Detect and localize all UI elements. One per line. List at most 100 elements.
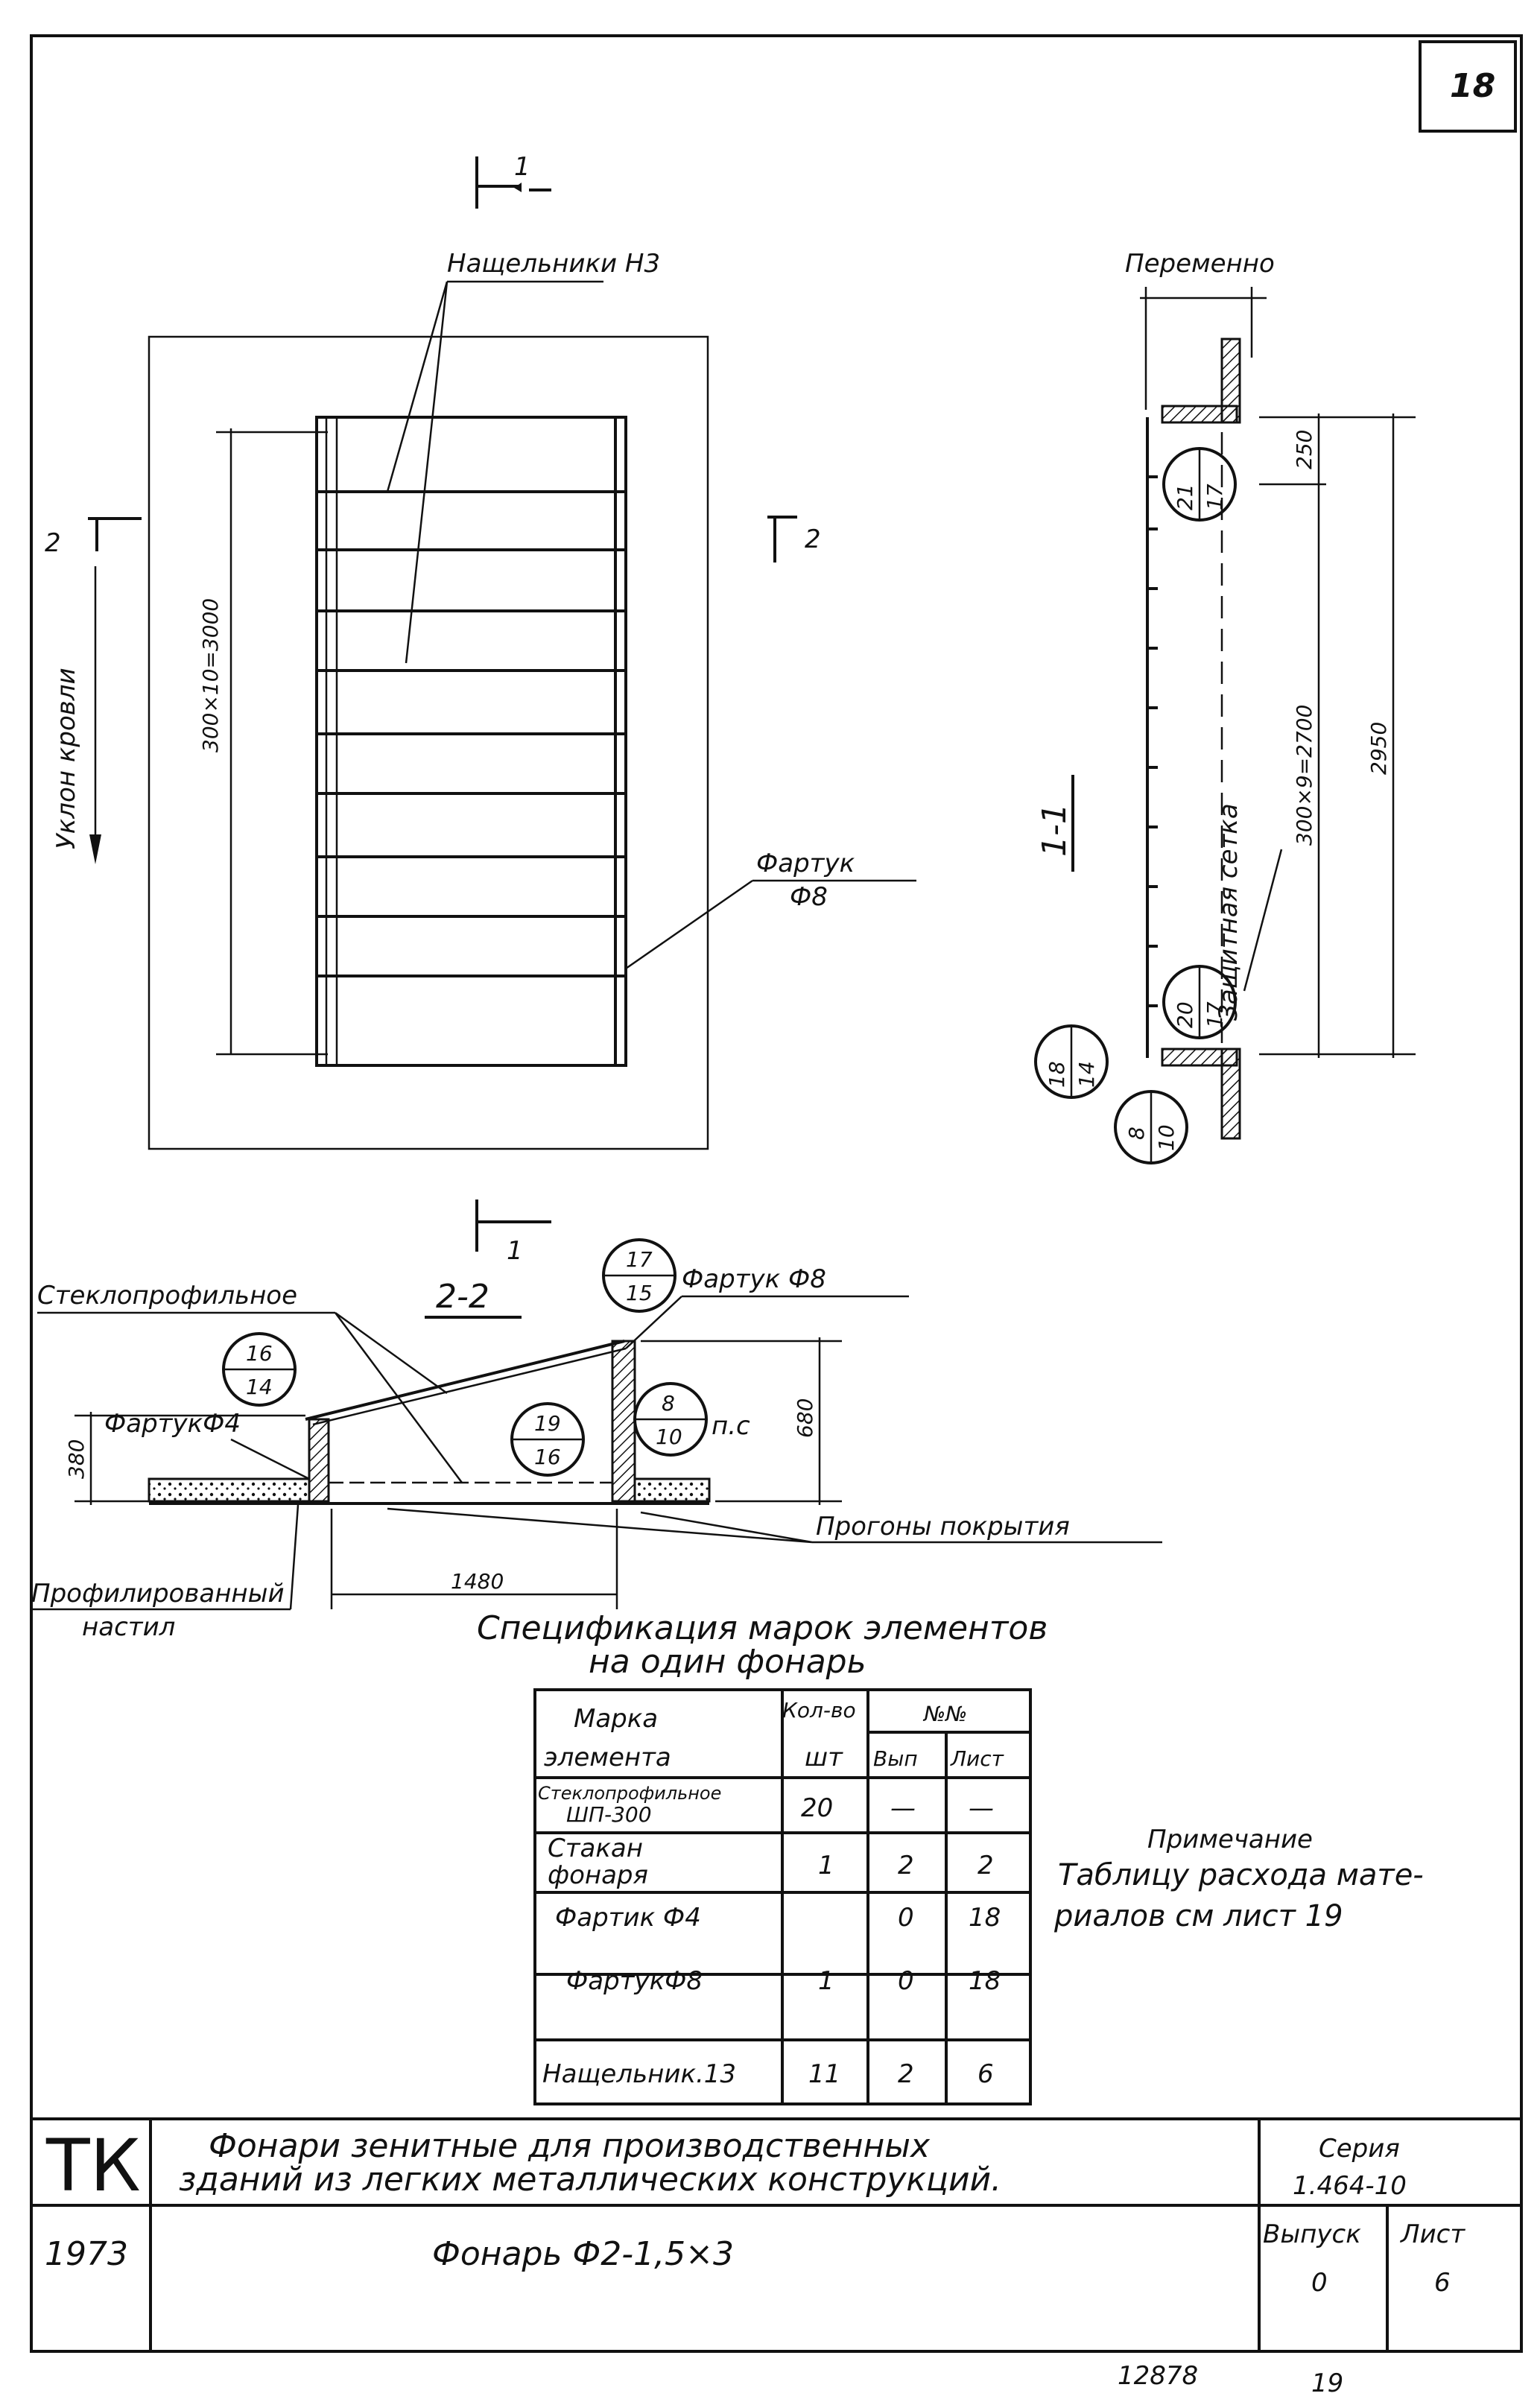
label-fartuk-mark-plan: Ф8 xyxy=(790,882,828,912)
section-mark-1-bottom: 1 xyxy=(475,1200,551,1266)
svg-text:20: 20 xyxy=(801,1793,833,1823)
svg-text:1: 1 xyxy=(818,1966,834,1996)
seria-value: 1.464-10 xyxy=(1293,2171,1407,2201)
svg-text:Стакан: Стакан xyxy=(548,1834,643,1863)
svg-text:10: 10 xyxy=(656,1425,682,1449)
callout-19-16: 19 16 xyxy=(510,1402,585,1477)
dim-3000: 300×10=3000 xyxy=(198,598,223,752)
dim-2700: 300×9=2700 xyxy=(1292,705,1316,846)
svg-text:16: 16 xyxy=(534,1445,561,1469)
svg-text:19: 19 xyxy=(534,1411,561,1436)
note: Примечание Таблицу расхода мате- риалов … xyxy=(1053,1825,1424,1933)
seria-label: Серия xyxy=(1319,2134,1400,2164)
title-line1: Фонари зенитные для производственных xyxy=(209,2127,931,2165)
svg-text:Фартик Ф4: Фартик Ф4 xyxy=(555,1903,701,1933)
label-mesh: Защитная сетка xyxy=(1214,803,1243,1021)
dim-680: 680 xyxy=(793,1398,817,1438)
section-1-1-title: 1-1 xyxy=(1036,803,1074,857)
svg-text:2: 2 xyxy=(45,528,61,558)
svg-text:18: 18 xyxy=(969,1966,1001,1996)
svg-text:16: 16 xyxy=(246,1341,273,1366)
tk-logo: ТК xyxy=(45,2124,141,2208)
dim-250: 250 xyxy=(1292,430,1316,469)
plan-overall-outline xyxy=(148,335,709,1150)
note-title: Примечание xyxy=(1147,1825,1313,1854)
svg-text:Стеклопрофильное: Стеклопрофильное xyxy=(538,1783,721,1804)
vypusk-value: 0 xyxy=(1311,2268,1328,2298)
svg-text:1: 1 xyxy=(818,1851,834,1880)
sheet-frame xyxy=(30,34,1523,2353)
spec-block: Спецификация марок элементов на один фон… xyxy=(477,1609,1048,2105)
header-mark-b: элемента xyxy=(544,1743,671,1772)
inventory-number: 12878 xyxy=(1118,2361,1198,2391)
header-list: Лист xyxy=(950,1746,1004,1771)
sheet-number-box: 18 xyxy=(1419,40,1517,133)
svg-text:1: 1 xyxy=(507,1236,523,1266)
label-deck-2: настил xyxy=(82,1612,175,1642)
label-ps: п.с xyxy=(712,1411,750,1441)
svg-text:18: 18 xyxy=(969,1903,1001,1933)
svg-text:15: 15 xyxy=(626,1281,653,1305)
section-2-2: 2-2 Стеклопрофильное 17 15 Фартук Ф8 16 … xyxy=(31,1238,1162,1642)
header-qty-a: Кол-во xyxy=(782,1698,856,1723)
label-nashchelniki: Нащельники Н3 xyxy=(447,249,660,279)
svg-text:6: 6 xyxy=(977,2059,994,2089)
svg-text:17: 17 xyxy=(1202,484,1227,510)
label-fartuk-f4: ФартукФ4 xyxy=(104,1409,241,1439)
drawing-name: Фонарь Ф2-1,5×3 xyxy=(432,2235,734,2273)
svg-text:14: 14 xyxy=(1074,1061,1099,1088)
spec-row: ФартукФ8 1 0 18 xyxy=(566,1966,1001,1996)
note-line1: Таблицу расхода мате- xyxy=(1058,1858,1424,1892)
svg-text:фонаря: фонаря xyxy=(548,1860,648,1890)
spec-row: Стакан фонаря 1 2 2 xyxy=(548,1834,994,1890)
callout-16-14: 16 14 xyxy=(222,1332,297,1407)
dim-380: 380 xyxy=(64,1439,89,1479)
section-mark-1-top: 1 xyxy=(475,152,551,209)
title-block: ТК 1973 Фонари зенитные для производстве… xyxy=(31,2117,1521,2351)
svg-text:10: 10 xyxy=(1154,1124,1179,1151)
callout-18-14: 18 14 xyxy=(1034,1024,1109,1099)
dim-1480: 1480 xyxy=(451,1569,504,1594)
list-value: 6 xyxy=(1434,2268,1451,2298)
spec-title-2: на один фонарь xyxy=(589,1643,866,1681)
header-nn: №№ xyxy=(922,1702,967,1726)
title-line2: зданий из легких металлических конструкц… xyxy=(179,2161,1001,2199)
svg-text:21: 21 xyxy=(1173,484,1197,510)
page-number: 19 xyxy=(1311,2368,1343,2398)
callout-20-17: 20 17 xyxy=(1162,965,1237,1039)
header-qty-b: шт xyxy=(805,1743,843,1772)
svg-text:18: 18 xyxy=(1045,1061,1069,1088)
skylight-plan xyxy=(315,416,627,1067)
svg-text:17: 17 xyxy=(1202,1001,1227,1028)
svg-text:—: — xyxy=(890,1793,916,1823)
spec-title-1: Спецификация марок элементов xyxy=(477,1609,1048,1647)
svg-text:2: 2 xyxy=(898,1851,914,1880)
spec-table: Марка элемента Кол-во шт №№ Вып Лист Сте… xyxy=(533,1688,1032,2105)
spec-row: Нащельник.13 11 2 6 xyxy=(542,2059,994,2089)
callout-8-10-s2: 8 10 xyxy=(633,1382,708,1457)
svg-text:2: 2 xyxy=(977,1851,994,1880)
label-slope: Уклон кровли xyxy=(51,668,81,849)
list-label: Лист xyxy=(1399,2219,1465,2249)
vypusk-label: Выпуск xyxy=(1263,2219,1361,2249)
section-mark-2-right: 2 xyxy=(767,516,821,563)
section-mark-label: 1 xyxy=(514,152,530,182)
callout-8-10: 8 10 xyxy=(1114,1090,1188,1164)
svg-text:0: 0 xyxy=(898,1966,914,1996)
plan-bars xyxy=(317,490,626,977)
svg-text:2: 2 xyxy=(898,2059,914,2089)
label-fartuk-f8: Фартук Ф8 xyxy=(682,1264,826,1294)
svg-text:0: 0 xyxy=(898,1903,914,1933)
label-purlins: Прогоны покрытия xyxy=(816,1512,1070,1541)
label-peremenno: Переменно xyxy=(1125,249,1275,279)
label-fartuk-plan: Фартук xyxy=(756,849,855,878)
callout-17-15: 17 15 xyxy=(602,1238,676,1313)
spec-row: Фартик Ф4 0 18 xyxy=(555,1903,1001,1933)
spec-row: Стеклопрофильное ШП-300 20 — — xyxy=(538,1783,994,1827)
callout-21-17: 21 17 xyxy=(1162,447,1237,522)
svg-text:14: 14 xyxy=(246,1375,273,1399)
label-deck-1: Профилированный xyxy=(31,1579,285,1609)
header-mark-a: Марка xyxy=(574,1704,658,1734)
note-line2: риалов см лист 19 xyxy=(1053,1899,1343,1933)
